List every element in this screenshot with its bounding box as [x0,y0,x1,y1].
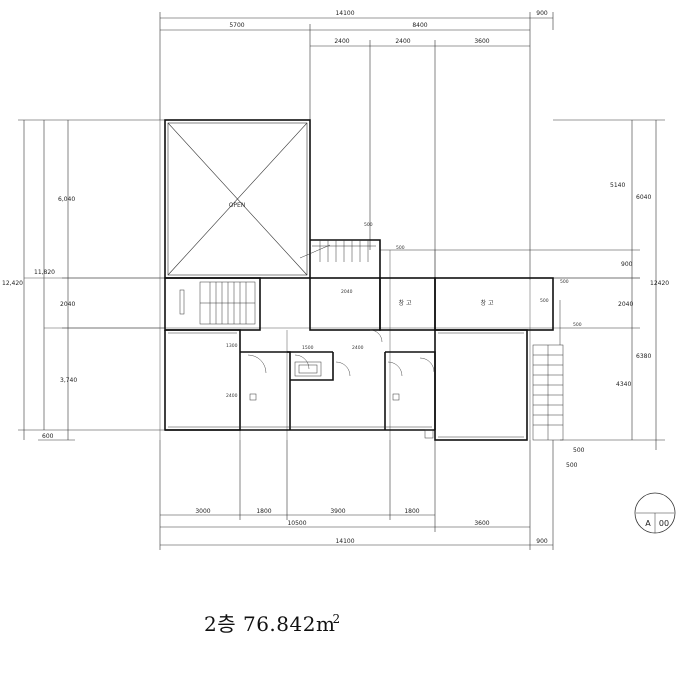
stair-upper [299,240,376,262]
dim-bottom-c2: 3600 [474,520,489,527]
section-marker: A 00 [634,492,676,534]
dim-inner-i7: 2400 [226,393,238,399]
dim-top-seg-a: 5700 [229,22,244,29]
dim-right-r2: 6040 [636,194,651,201]
section-marker-letter: A [645,519,651,528]
caption-area: 76.842 [242,612,316,636]
dim-inner-i4: 1300 [226,343,238,349]
dim-right-r8: 500 [566,462,578,469]
dim-right-r5: 6380 [636,353,651,360]
room-label-storage2: 창 고 [481,299,494,307]
dim-top-overall: 14100 [335,10,354,17]
dim-left-d3: 3,740 [60,377,77,384]
dim-left-total: 12,420 [2,280,23,287]
dim-left-d2: 2040 [60,301,75,308]
dim-right-r4: 2040 [618,301,633,308]
dim-right-r6: 4340 [616,381,631,388]
dim-top-seg-b: 8400 [412,22,427,29]
dim-left-d1: 6,040 [58,196,75,203]
dim-left-sub: 11,820 [34,269,55,276]
dim-bottom-right-ext: 900 [536,538,548,545]
bottom-dimensions [159,440,554,550]
stair-left [199,281,256,325]
dim-bottom-b1: 3000 [195,508,210,515]
dim-inner-i5: 1500 [302,345,314,351]
door-swings [247,329,435,377]
dim-top-seg-c3: 3600 [474,38,489,45]
dim-bottom-b4: 1800 [404,508,419,515]
caption-unit-sup: 2 [332,612,341,626]
dim-inner-i6: 2400 [352,345,364,351]
dim-inner-i10: 500 [560,279,569,285]
caption-floor: 2층 [204,612,237,636]
dim-right-r7: 500 [573,447,585,454]
dim-inner-i9: 500 [573,322,582,328]
dim-right-total: 12420 [650,280,669,287]
room-label-open: OPEN [229,202,246,209]
floor-area-caption: 2층 76.842m2 [204,608,344,637]
caption-unit: m [315,612,336,636]
fixtures [179,289,434,439]
left-dimensions [18,119,165,441]
dim-left-d4: 600 [42,433,54,440]
dim-top-seg-c2: 2400 [395,38,410,45]
stair-right [532,300,564,441]
section-marker-number: 00 [659,519,669,528]
dim-inner-i8: 500 [540,298,549,304]
dim-bottom-overall: 14100 [335,538,354,545]
dim-right-r1: 5140 [610,182,625,189]
open-void-cross [167,122,308,276]
dim-bottom-b2: 1800 [256,508,271,515]
walls [164,119,554,441]
dim-top-right-ext: 900 [536,10,548,17]
right-dimensions [380,119,665,450]
grid-lines [24,120,640,440]
dim-bottom-c1: 10500 [287,520,306,527]
wall-inner-lines [167,122,524,438]
dim-right-r3: 900 [621,261,633,268]
dim-bottom-b3: 3900 [330,508,345,515]
dim-top-seg-c1: 2400 [334,38,349,45]
dim-inner-i2: 500 [396,245,405,251]
dim-inner-i3: 2040 [341,289,353,295]
dim-inner-i1: 500 [364,222,373,228]
room-label-storage1: 창 고 [399,299,412,307]
